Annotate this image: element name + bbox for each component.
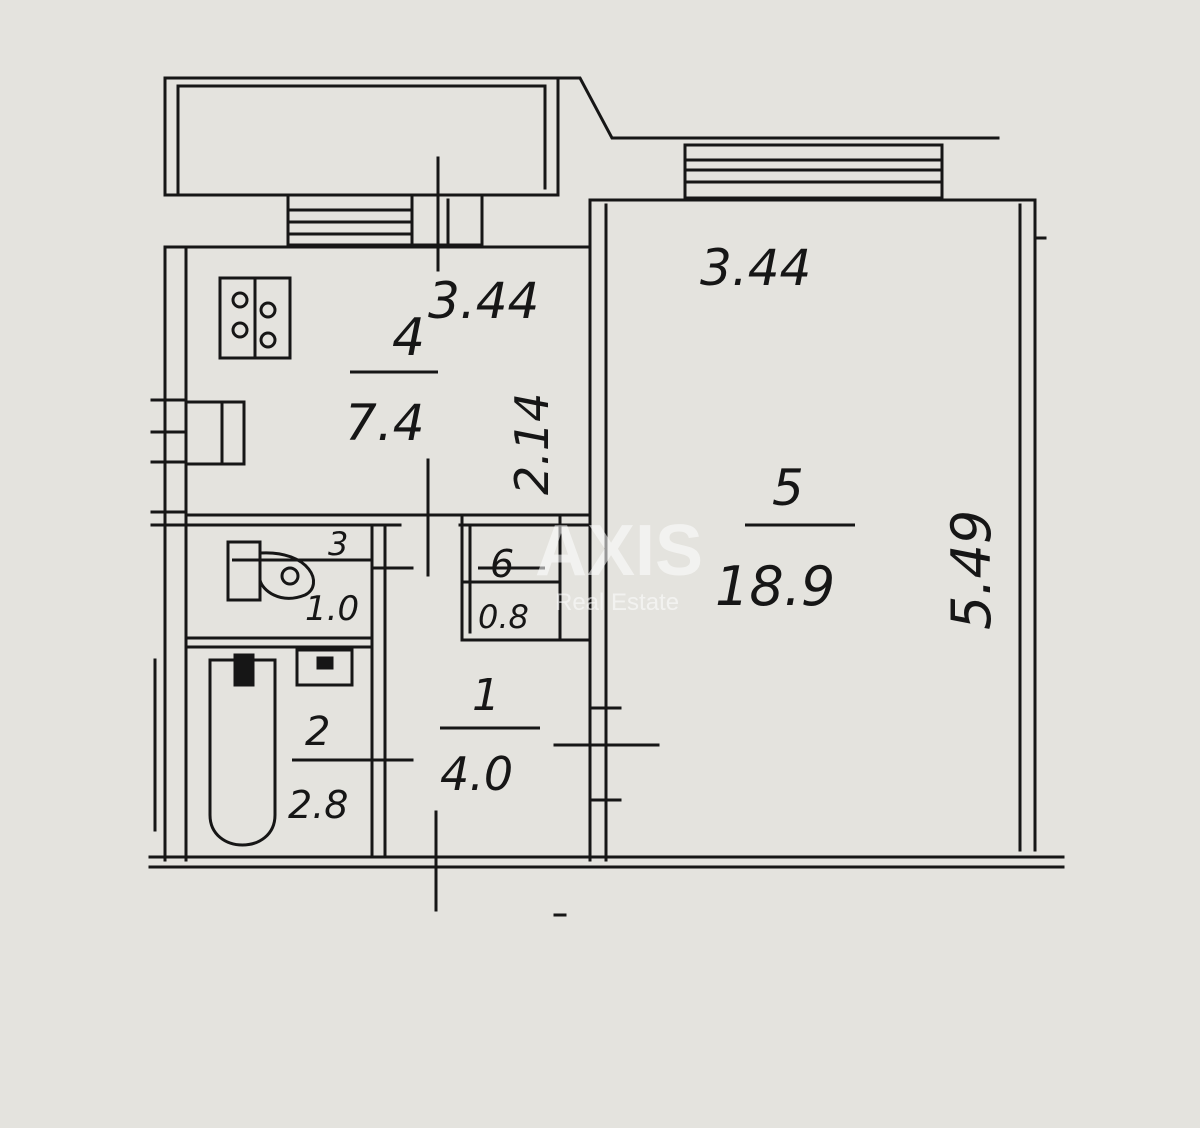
washbasin	[295, 648, 354, 687]
balcony-slab-edge	[556, 76, 1000, 140]
watermark-tagline: Real Estate	[555, 589, 679, 616]
toilet-bowl	[258, 551, 316, 600]
kitchen-balcony	[163, 76, 560, 197]
toilet-drain	[280, 566, 300, 586]
living-number: 5	[772, 459, 804, 517]
closet-walls	[460, 513, 562, 642]
stove-burner	[231, 321, 249, 339]
bathtub	[208, 658, 277, 847]
fixtures	[184, 276, 354, 847]
stove-burner	[259, 301, 277, 319]
kitchen-area: 7.4	[345, 394, 425, 452]
kitchen-depth-dim: 2.14	[505, 393, 559, 495]
living-window	[683, 143, 944, 200]
stove-burner	[259, 331, 277, 349]
fraction-bars	[232, 370, 855, 762]
walls	[148, 76, 1065, 917]
room-labels: 4 7.4 5 18.9 1 4.0 2 2.8 3 1.0 6 0.8	[288, 308, 835, 827]
entry-area: 4.0	[440, 747, 513, 801]
stove-burner	[231, 291, 249, 309]
closet-number: 6	[490, 542, 514, 586]
kitchen-sink	[184, 400, 246, 466]
living-depth-dim: 5.49	[940, 510, 1003, 630]
toilet-area: 1.0	[305, 589, 359, 629]
toilet-number: 3	[328, 525, 348, 563]
living-area: 18.9	[715, 555, 835, 618]
entry-number: 1	[472, 670, 500, 721]
toilet-tank	[226, 540, 262, 602]
closet-area: 0.8	[478, 598, 529, 636]
kitchen-number: 4	[392, 308, 425, 368]
washbasin-tap	[316, 656, 334, 670]
watermark-brand: AXIS	[535, 511, 703, 591]
bath-faucet	[233, 653, 255, 687]
bath-area: 2.8	[288, 783, 348, 827]
living-width-dim: 3.44	[700, 239, 811, 297]
watermark: AXIS Real Estate	[535, 511, 703, 616]
dimension-labels: 3.44 3.44 2.14 5.49	[428, 239, 1003, 630]
kitchen-width-dim: 3.44	[428, 272, 539, 330]
bath-number: 2	[305, 709, 330, 755]
